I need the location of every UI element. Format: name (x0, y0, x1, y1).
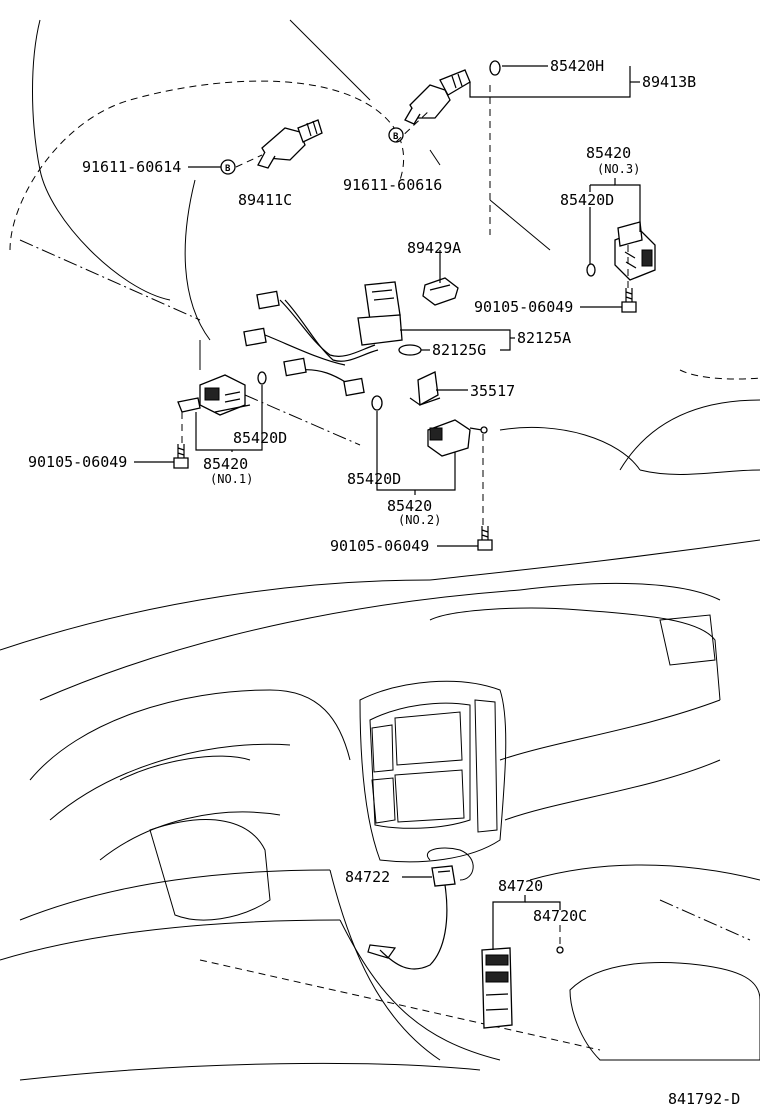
label-85420-no2-sub: (NO.2) (398, 513, 441, 527)
bolt-mark-center-label: B (393, 132, 399, 142)
o-ring-85420d-left-icon (257, 371, 267, 385)
label-35517: 35517 (470, 382, 515, 400)
label-90105-06049-center: 90105-06049 (330, 537, 429, 555)
actuator-no3-icon (614, 221, 656, 281)
label-90105-06049-left: 90105-06049 (28, 453, 127, 471)
leader-lines (134, 65, 641, 950)
switch-89429a-icon (422, 277, 459, 306)
label-85420d-right: 85420D (560, 191, 614, 209)
wire-harness-icon (243, 290, 379, 397)
label-84722: 84722 (345, 868, 390, 886)
label-82125a: 82125A (517, 329, 571, 347)
label-85420-no1-sub: (NO.1) (210, 472, 253, 486)
sensor-89413b-icon (404, 69, 471, 125)
connector-82125a-icon (357, 281, 403, 346)
o-ring-85420d-right-icon (586, 263, 596, 277)
bolt-right-icon (621, 288, 637, 313)
bracket-35517-icon (409, 371, 441, 407)
clip-84722-icon (431, 865, 456, 887)
label-82125g: 82125G (432, 341, 486, 359)
part-labels: 85420H 89413B 91611-60614 B 89411C 91611… (28, 57, 740, 1108)
label-84720: 84720 (498, 877, 543, 895)
label-85420-no2: 85420 (387, 497, 432, 515)
label-89429a: 89429A (407, 239, 461, 257)
switch-84720-icon (481, 947, 513, 1029)
clip-84720c-icon (556, 946, 564, 954)
diagram-id: 841792-D (668, 1090, 740, 1108)
label-90105-06049-right: 90105-06049 (474, 298, 573, 316)
label-85420-no1: 85420 (203, 455, 248, 473)
label-89411c: 89411C (238, 191, 292, 209)
o-ring-85420d-center-icon (371, 395, 383, 411)
actuator-no1-icon (177, 374, 251, 416)
label-85420-no3: 85420 (586, 144, 631, 162)
label-85420-no3-sub: (NO.3) (597, 162, 640, 176)
label-85420h: 85420H (550, 57, 604, 75)
bolt-left-icon (173, 444, 189, 469)
label-89413b: 89413B (642, 73, 696, 91)
o-ring-85420h-icon (489, 60, 501, 76)
label-85420d-left: 85420D (233, 429, 287, 447)
sensor-89411c-icon (257, 119, 323, 169)
bolt-mark-left-label: B (225, 164, 231, 174)
vehicle-body-outlines (0, 19, 760, 1081)
label-91611-60614: 91611-60614 (82, 158, 181, 176)
label-85420d-center: 85420D (347, 470, 401, 488)
label-84720c: 84720C (533, 907, 587, 925)
label-91611-60616: 91611-60616 (343, 176, 442, 194)
parts-artwork (173, 60, 656, 1029)
bolt-center-icon (477, 526, 493, 551)
actuator-no2-icon (427, 419, 488, 457)
gasket-82125g-icon (398, 344, 422, 356)
switch-harness-icon (379, 884, 448, 970)
